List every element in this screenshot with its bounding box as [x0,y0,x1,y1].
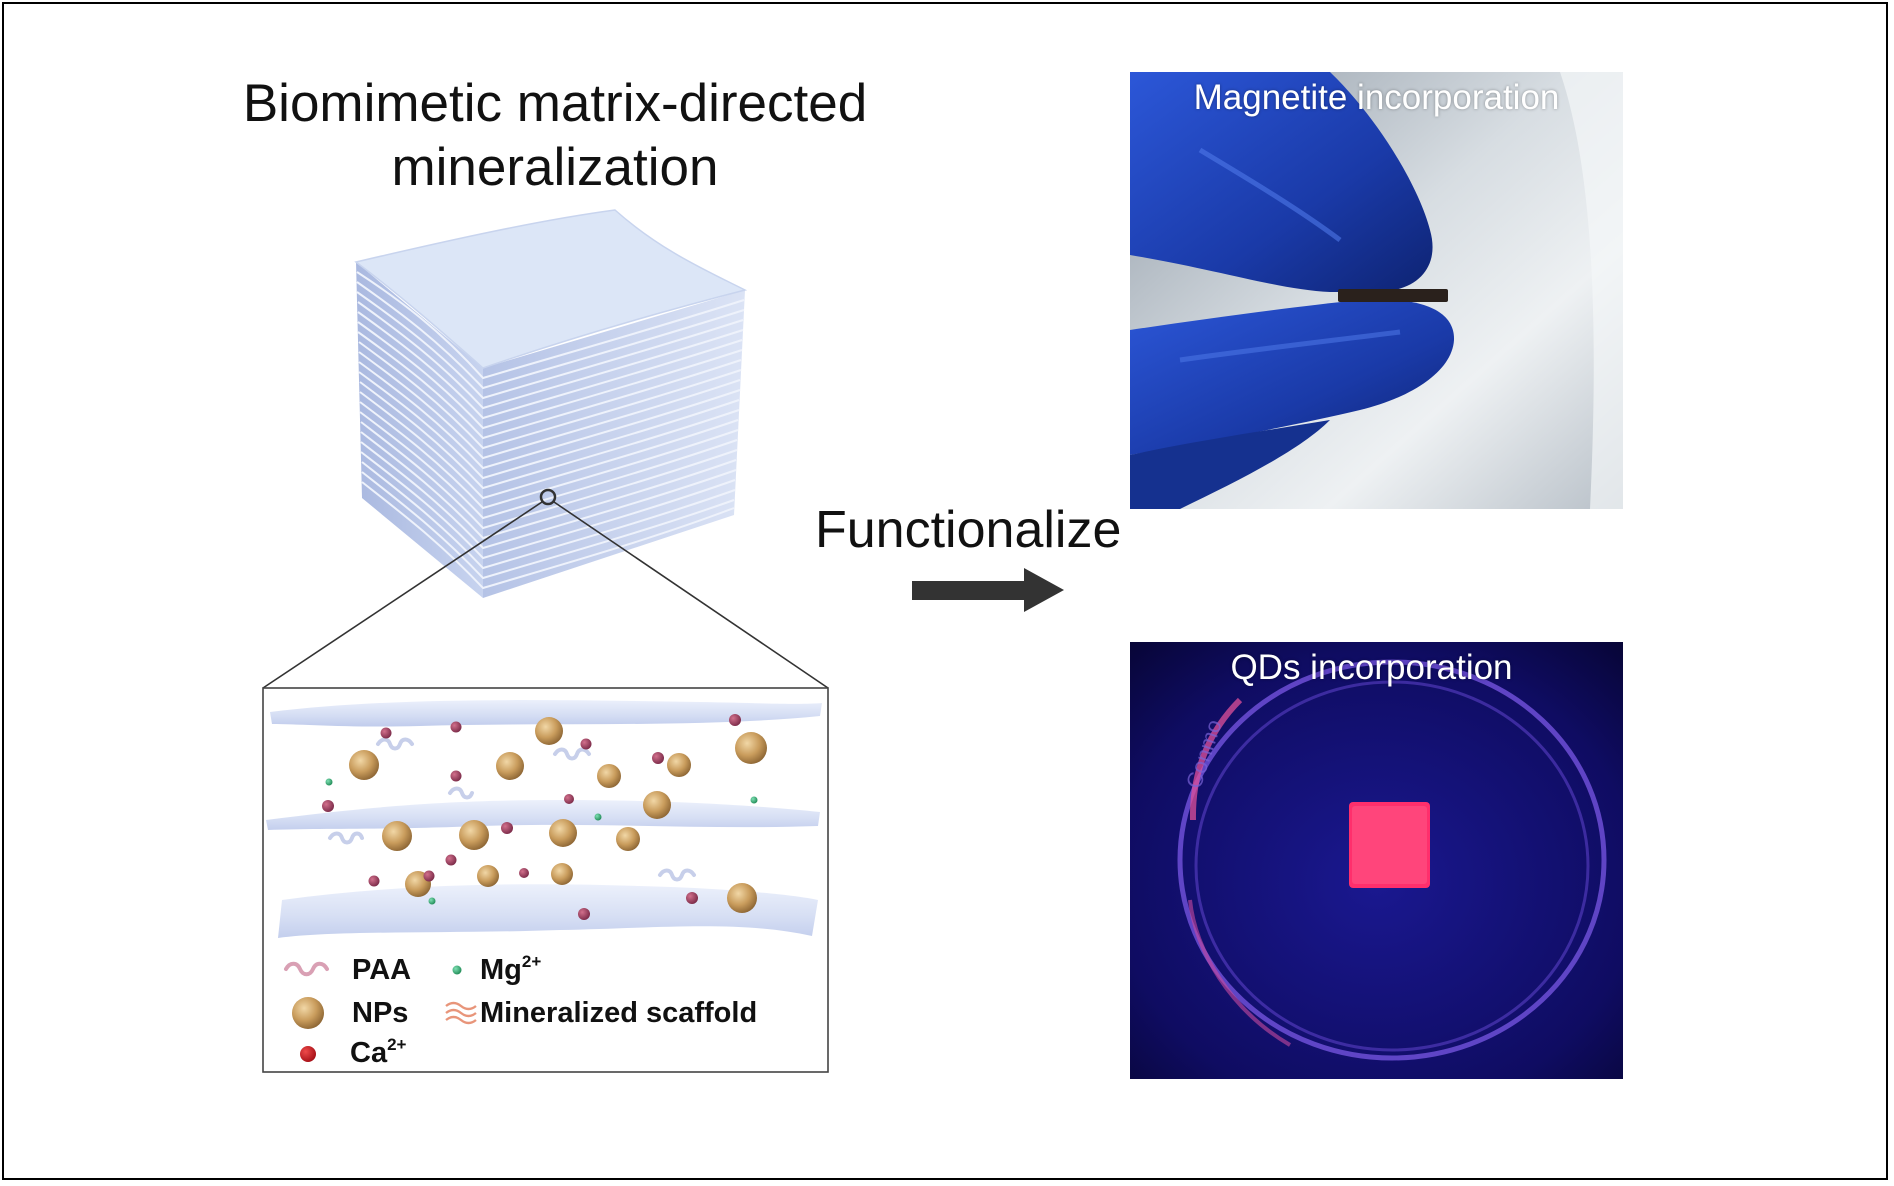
zoom-sheet-bottom [278,884,818,938]
ca-ion [578,908,590,920]
zoom-sheet-middle [266,800,820,830]
mg-ion [750,796,758,804]
ca-ion [729,714,741,726]
petri-dish-rim [1177,659,1607,1061]
legend-mg-charge: 2+ [521,952,542,971]
ca-legend-icon [300,1046,316,1062]
legend-ca-text: Ca [350,1037,388,1069]
legend-mg-label: Mg2+ [480,952,542,987]
layered-scaffold-cube [354,209,748,598]
ca-ion [652,752,664,764]
np [597,764,621,788]
legend-mg-text: Mg [480,954,522,986]
mg-legend-icon [452,965,462,975]
magnesium-ions [325,778,758,905]
np [616,827,640,851]
mg-ion [428,897,436,905]
np [459,820,489,850]
calcium-ions [322,714,741,920]
paa-chain [448,786,474,800]
functionalize-arrow [912,568,1064,612]
paa-chain [553,747,591,761]
glove-lower-finger [1130,299,1455,455]
np [735,732,767,764]
paa-chains [328,737,696,882]
photo-qds: Conmo [1130,642,1623,1079]
cube-layer-lines [356,271,745,590]
mg-ion [594,813,602,821]
np [549,819,577,847]
ca-ion [423,870,435,882]
np [667,753,691,777]
photo-bottom-caption-area: QDs incorporation [1130,642,1623,702]
ca-ion [322,800,334,812]
photo-top-caption: Magnetite incorporation [1193,78,1560,117]
ca-ion [380,727,392,739]
ca-ion [450,770,462,782]
legend-scaffold-label: Mineralized scaffold [480,997,758,1029]
np [551,863,573,885]
ca-ion [580,738,592,750]
arrow-label: Functionalize [815,501,1122,559]
photo-top-caption-area: Magnetite incorporation [1130,72,1623,132]
magnetite-sample [1338,289,1448,302]
paa-chain [328,831,364,845]
np [349,750,379,780]
photo-bottom-caption: QDs incorporation [1230,648,1513,687]
legend-nps-label: NPs [352,997,409,1029]
title-line-1: Biomimetic matrix-directed [242,74,868,133]
scaffold-legend-icon [445,1001,477,1025]
np [535,717,563,745]
zoom-sheet-top [270,700,822,727]
ca-ion [564,794,574,804]
paa-legend-icon [284,961,329,977]
ca-ion [686,892,698,904]
np [643,791,671,819]
zoom-lines [262,501,829,689]
nanoparticles [349,717,767,913]
paa-chain [376,737,414,751]
zoom-box [262,687,829,1073]
glove-upper-finger [1130,72,1433,292]
legend-ca-label: Ca2+ [350,1035,407,1070]
legend-ca-charge: 2+ [387,1035,407,1054]
mg-ion [325,778,333,786]
photo-magnetite [1130,72,1623,509]
ca-ion [501,822,513,834]
legend-paa-label: PAA [352,954,412,986]
np [496,752,524,780]
legend-markers [284,961,477,1062]
ca-ion [450,721,462,733]
ca-ion [445,854,457,866]
zoom-circle [539,488,557,506]
ca-ion [368,875,380,887]
cube-top-face [354,209,748,369]
np-legend-icon [292,997,324,1029]
np [727,883,757,913]
np [382,821,412,851]
cube-right-face [483,290,745,598]
title-line-2: mineralization [391,138,719,197]
paa-chain [658,868,696,882]
figure-title: Biomimetic matrix-directed mineralizatio… [200,72,910,200]
np [477,865,499,887]
ca-ion [519,868,529,878]
zoom-sheets [266,700,822,938]
